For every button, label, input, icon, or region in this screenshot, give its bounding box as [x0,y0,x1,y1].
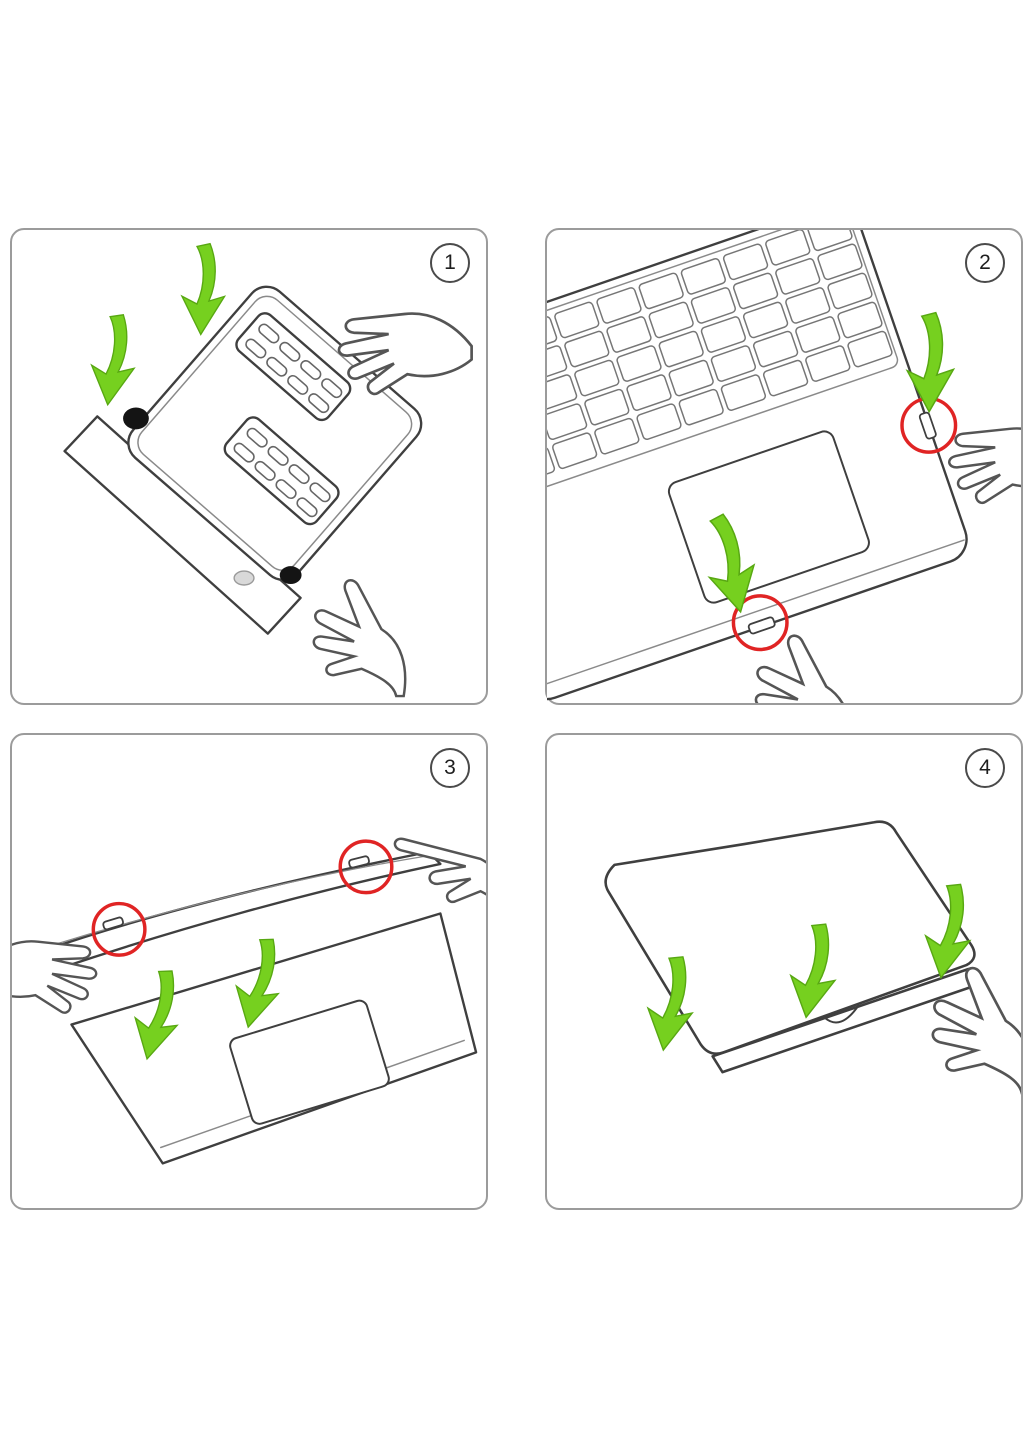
front-edge-line [547,539,965,690]
highlight-circle [731,594,789,652]
vent-grid [223,416,340,526]
clip-tab [348,855,370,869]
highlight-circle [91,901,147,957]
laptop-bottom-shell [127,285,423,581]
panel-3-illustration [12,837,486,1165]
green-arrow-icon [176,240,233,338]
clip-tab [918,411,937,440]
logo-oval [233,570,255,586]
thumb-notch [823,1004,860,1024]
step-panel-4: 4 [545,733,1023,1210]
highlight-circle [338,839,394,895]
step-panel-2: 2 [545,228,1023,705]
hand [12,940,98,1014]
step-number-badge: 4 [965,748,1005,788]
keyboard-deck [547,230,968,701]
rubber-foot [123,407,149,430]
panel-2-illustration [547,230,1021,703]
hand [947,427,1021,505]
step-number-badge: 3 [430,748,470,788]
closed-laptop-top [604,820,976,1055]
step-number-badge: 2 [965,243,1005,283]
vent-grid [235,312,352,422]
rubber-foot [279,566,302,585]
trackpad [229,999,390,1125]
step-panel-1: 1 [10,228,488,705]
panel-1-illustration [63,240,473,698]
hand [312,579,407,698]
trackpad [667,430,870,604]
panel-4-illustration [604,820,1021,1095]
hand [393,837,486,920]
green-arrow-icon [83,309,146,410]
clip-tab [747,616,776,635]
clip-tab [102,916,124,931]
step-number-badge: 1 [430,243,470,283]
step-panel-3: 3 [10,733,488,1210]
keyboard-well [547,230,899,511]
